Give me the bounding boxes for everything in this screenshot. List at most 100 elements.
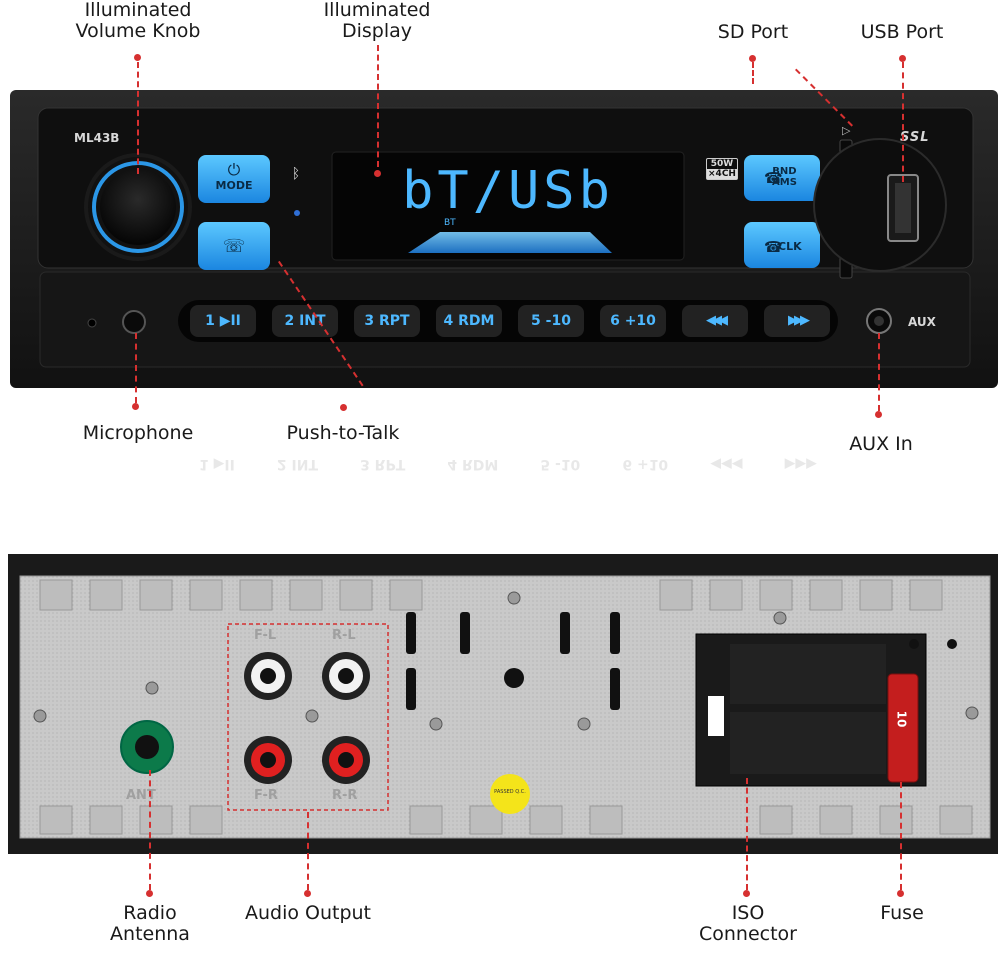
callout-iso-connector-line2: Connector: [699, 923, 797, 945]
power-badge-watts: 50W: [710, 159, 734, 169]
callout-aux-in: AUX In: [849, 433, 913, 455]
callout-sd-port: SD Port: [717, 21, 789, 43]
rca-front-left[interactable]: [244, 652, 292, 700]
top-ribs: [39, 579, 943, 611]
display-text: bT/USb: [402, 161, 614, 221]
mode-button[interactable]: ⏻: [198, 155, 270, 203]
reflection-button-8: ▶▶▶: [784, 456, 817, 472]
preset-button-4[interactable]: 4 RDM: [436, 305, 502, 337]
rca-rear-right[interactable]: [322, 736, 370, 784]
callout-dot: [743, 890, 750, 897]
svg-text:☎: ☎: [764, 239, 783, 256]
preset-button-6[interactable]: 6 +10: [600, 305, 666, 337]
qc-sticker-text: PASSED Q.C.: [494, 789, 526, 795]
preset-button-5[interactable]: 5 -10: [518, 305, 584, 337]
vent-slots: [406, 612, 620, 710]
clock-label: CLK: [778, 240, 802, 253]
callout-leader: [900, 782, 902, 890]
model-label: ML43B: [74, 131, 120, 145]
callout-display-line2: Display: [341, 20, 413, 42]
power-badge: 50W ×4CH: [706, 158, 738, 180]
svg-text:☏: ☏: [223, 236, 246, 256]
callout-iso-connector-line1: ISO: [731, 902, 765, 924]
rca-rr-label: R-R: [332, 788, 358, 803]
callout-leader: [135, 333, 137, 403]
callout-usb-port: USB Port: [860, 21, 944, 43]
callout-microphone: Microphone: [82, 422, 194, 444]
preset-button-3[interactable]: 3 RPT: [354, 305, 420, 337]
callout-volume-knob: Illuminated Volume Knob: [68, 0, 208, 42]
callout-leader: [149, 770, 151, 890]
callout-leader: [307, 812, 309, 890]
reflection-button-7: ◀◀◀: [710, 456, 743, 472]
microphone-hole: [87, 318, 97, 328]
fuse[interactable]: [887, 673, 919, 783]
callout-leader: [752, 62, 754, 84]
next-track-button[interactable]: ▶▶▶: [764, 305, 830, 337]
callout-display: Illuminated Display: [312, 0, 442, 42]
rca-frame: [227, 623, 389, 811]
rca-rear-left[interactable]: [322, 652, 370, 700]
aux-label: AUX: [908, 315, 936, 329]
brand-logo: SSL: [900, 130, 930, 145]
preset-button-1[interactable]: 1 ▶II: [190, 305, 256, 337]
callout-dot: [875, 411, 882, 418]
antenna-jack[interactable]: [120, 720, 174, 774]
iso-connector[interactable]: [695, 633, 927, 787]
power-badge-channels: ×4CH: [707, 169, 737, 179]
callout-radio-antenna: Radio Antenna: [100, 903, 200, 945]
clock-button[interactable]: ☎: [744, 222, 820, 268]
callout-audio-output: Audio Output: [244, 902, 372, 924]
reflection-button-3: 3 RPT: [360, 456, 406, 472]
rca-rl-label: R-L: [332, 628, 356, 643]
rca-fl-label: F-L: [254, 628, 277, 643]
band-label-line2: AMS: [772, 177, 797, 188]
mount-hole-1: [909, 639, 919, 649]
callout-leader: [878, 333, 880, 411]
mic-jack[interactable]: [122, 310, 146, 334]
callout-dot: [899, 55, 906, 62]
rca-front-right[interactable]: [244, 736, 292, 784]
reflection-button-5: 5 -10: [540, 456, 581, 472]
callout-leader: [137, 62, 139, 174]
callout-radio-antenna-line1: Radio: [123, 902, 177, 924]
callout-dot: [146, 890, 153, 897]
bluetooth-icon: ᛒ: [292, 165, 300, 181]
rca-fr-label: F-R: [254, 788, 278, 803]
eq-bars: [408, 232, 612, 253]
panel-reflection: 1 ▶II 2 INT 3 RPT 4 RDM 5 -10 6 +10 ◀◀◀ …: [178, 452, 838, 476]
usb-cover: [813, 138, 947, 272]
callout-dot: [134, 54, 141, 61]
callout-dot: [304, 890, 311, 897]
fuse-value: 10: [894, 710, 909, 728]
push-to-talk-button[interactable]: ☏: [198, 222, 270, 270]
callout-radio-antenna-line2: Antenna: [110, 923, 190, 945]
reflection-button-1: 1 ▶II: [199, 456, 235, 472]
previous-track-button[interactable]: ◀◀◀: [682, 305, 748, 337]
callout-dot: [897, 890, 904, 897]
center-hole: [504, 668, 524, 688]
reflection-button-2: 2 INT: [276, 456, 318, 472]
callout-leader: [377, 45, 379, 167]
band-label: BND AMS: [772, 166, 797, 188]
callout-leader: [746, 778, 748, 890]
preset-button-2[interactable]: 2 INT: [272, 305, 338, 337]
screws: [33, 591, 979, 731]
qc-sticker: [490, 774, 530, 814]
callout-volume-knob-line1: Illuminated: [84, 0, 192, 21]
mount-hole-2: [947, 639, 957, 649]
callout-leader: [902, 62, 904, 182]
svg-text:☎: ☎: [764, 170, 783, 187]
callout-display-line1: Illuminated: [323, 0, 431, 21]
band-label-line1: BND: [772, 166, 797, 177]
reflection-button-4: 4 RDM: [447, 456, 499, 472]
callout-volume-knob-line2: Volume Knob: [75, 20, 201, 42]
lcd-display: [331, 151, 685, 261]
reflection-button-6: 6 +10: [622, 456, 669, 472]
callout-iso-connector: ISO Connector: [690, 903, 806, 945]
callout-push-to-talk: Push-to-Talk: [286, 422, 400, 444]
callout-dot: [132, 403, 139, 410]
svg-text:⏻: ⏻: [228, 162, 241, 179]
callout-dot: [340, 404, 347, 411]
band-button[interactable]: ☎: [744, 155, 820, 201]
